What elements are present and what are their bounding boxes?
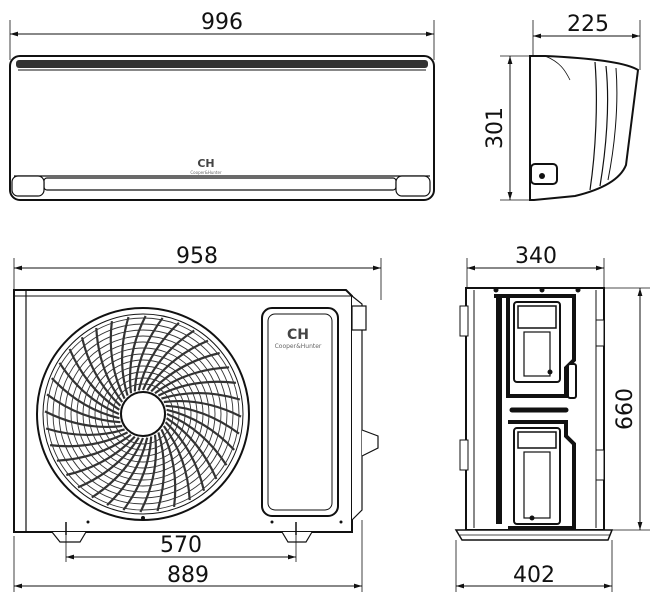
indoor-top-grille xyxy=(16,60,428,68)
outdoor-width-label: 958 xyxy=(176,244,218,269)
outdoor-brand-logo: CH xyxy=(287,327,309,343)
fan-grille-icon xyxy=(36,307,250,521)
fan-grille-spoke xyxy=(50,377,120,420)
indoor-unit-side: 225 301 xyxy=(483,12,641,201)
indoor-unit-front: 996 CH Cooper&Hunter xyxy=(9,10,435,201)
base-width-dimension: 889 xyxy=(14,563,362,589)
indoor-unit-body xyxy=(9,55,435,201)
fan-grille-ring xyxy=(64,335,222,493)
indoor-height-dimension: 301 xyxy=(483,56,513,200)
indoor-depth-label: 225 xyxy=(567,12,609,37)
fan-grille-ring xyxy=(100,371,186,457)
indoor-height-label: 301 xyxy=(483,107,508,149)
fan-grille-spoke xyxy=(157,380,237,397)
fan-grille-spoke xyxy=(46,393,121,424)
fan-grille-spoke xyxy=(80,337,122,407)
mount-spacing-label: 570 xyxy=(160,533,202,558)
fan-grille-spoke xyxy=(95,327,124,403)
fan-grille-spoke xyxy=(49,431,129,448)
outdoor-unit-side: 340 660 xyxy=(454,244,650,541)
fan-grille-spoke xyxy=(109,320,126,400)
fan-grille-spoke xyxy=(58,362,120,416)
fan-grille-spoke xyxy=(133,317,164,392)
fan-grille-ring xyxy=(88,359,198,469)
fan-grille-spoke xyxy=(137,321,180,391)
fan-grille-spoke xyxy=(166,408,236,451)
outdoor-brand-name: Cooper&Hunter xyxy=(275,343,322,350)
outdoor-side-panel xyxy=(261,307,339,517)
fan-grille-spoke xyxy=(91,437,145,499)
indoor-air-louver xyxy=(43,177,397,191)
base-depth-dimension: 402 xyxy=(456,563,612,589)
fan-grille-spoke xyxy=(163,399,242,418)
fan-grille-spoke xyxy=(146,339,209,391)
indoor-brand-name: Cooper&Hunter xyxy=(190,170,222,175)
base-depth-label: 402 xyxy=(513,563,555,588)
outdoor-depth-label: 340 xyxy=(515,244,557,269)
outdoor-depth-dimension: 340 xyxy=(467,244,604,271)
fan-grille-spoke xyxy=(154,366,230,395)
indoor-width-label: 996 xyxy=(201,10,243,35)
fan-grille-spoke xyxy=(150,351,220,393)
fan-grille-spoke xyxy=(141,329,195,391)
outdoor-unit-front: 958 CH Cooper&Hunter xyxy=(13,244,382,543)
fan-grille-spoke xyxy=(165,404,240,435)
fan-grille-spoke xyxy=(45,427,125,437)
fan-grille-ring xyxy=(46,317,240,511)
indoor-width-dimension: 996 xyxy=(10,10,434,37)
fan-grille-spoke xyxy=(77,437,140,489)
fan-grille-spoke xyxy=(160,428,177,508)
fan-grille-spoke xyxy=(164,421,206,491)
fan-grille-spoke xyxy=(44,410,123,429)
fan-grille-ring xyxy=(58,329,228,499)
fan-grille-spoke xyxy=(122,436,153,511)
fan-grille-spoke xyxy=(56,433,132,462)
outdoor-height-dimension: 660 xyxy=(613,288,643,530)
fan-grille-ring xyxy=(70,341,216,487)
fan-grille-spoke xyxy=(68,348,120,411)
indoor-depth-dimension: 225 xyxy=(533,12,640,39)
fan-grille-spoke xyxy=(139,434,158,513)
fan-grille-spoke xyxy=(166,417,218,480)
fan-grille-spoke xyxy=(156,432,166,512)
indoor-brand-logo: CH xyxy=(197,157,214,170)
fan-grille-spoke xyxy=(166,412,228,466)
fan-grille-spoke xyxy=(161,391,241,401)
outdoor-width-dimension: 958 xyxy=(14,244,381,271)
fan-grille-spoke xyxy=(128,315,147,394)
fan-grille-ring xyxy=(76,347,210,481)
mount-spacing-dimension: 570 xyxy=(66,533,296,560)
fan-grille-spoke xyxy=(106,437,149,507)
fan-grille-spoke xyxy=(120,316,130,396)
fan-grille-spoke xyxy=(162,425,191,501)
base-width-label: 889 xyxy=(167,563,209,588)
fan-grille-spoke xyxy=(66,435,136,477)
fan-grille-ring xyxy=(94,365,192,463)
fan-grille-ring xyxy=(112,383,174,445)
outdoor-height-label: 660 xyxy=(613,388,638,430)
